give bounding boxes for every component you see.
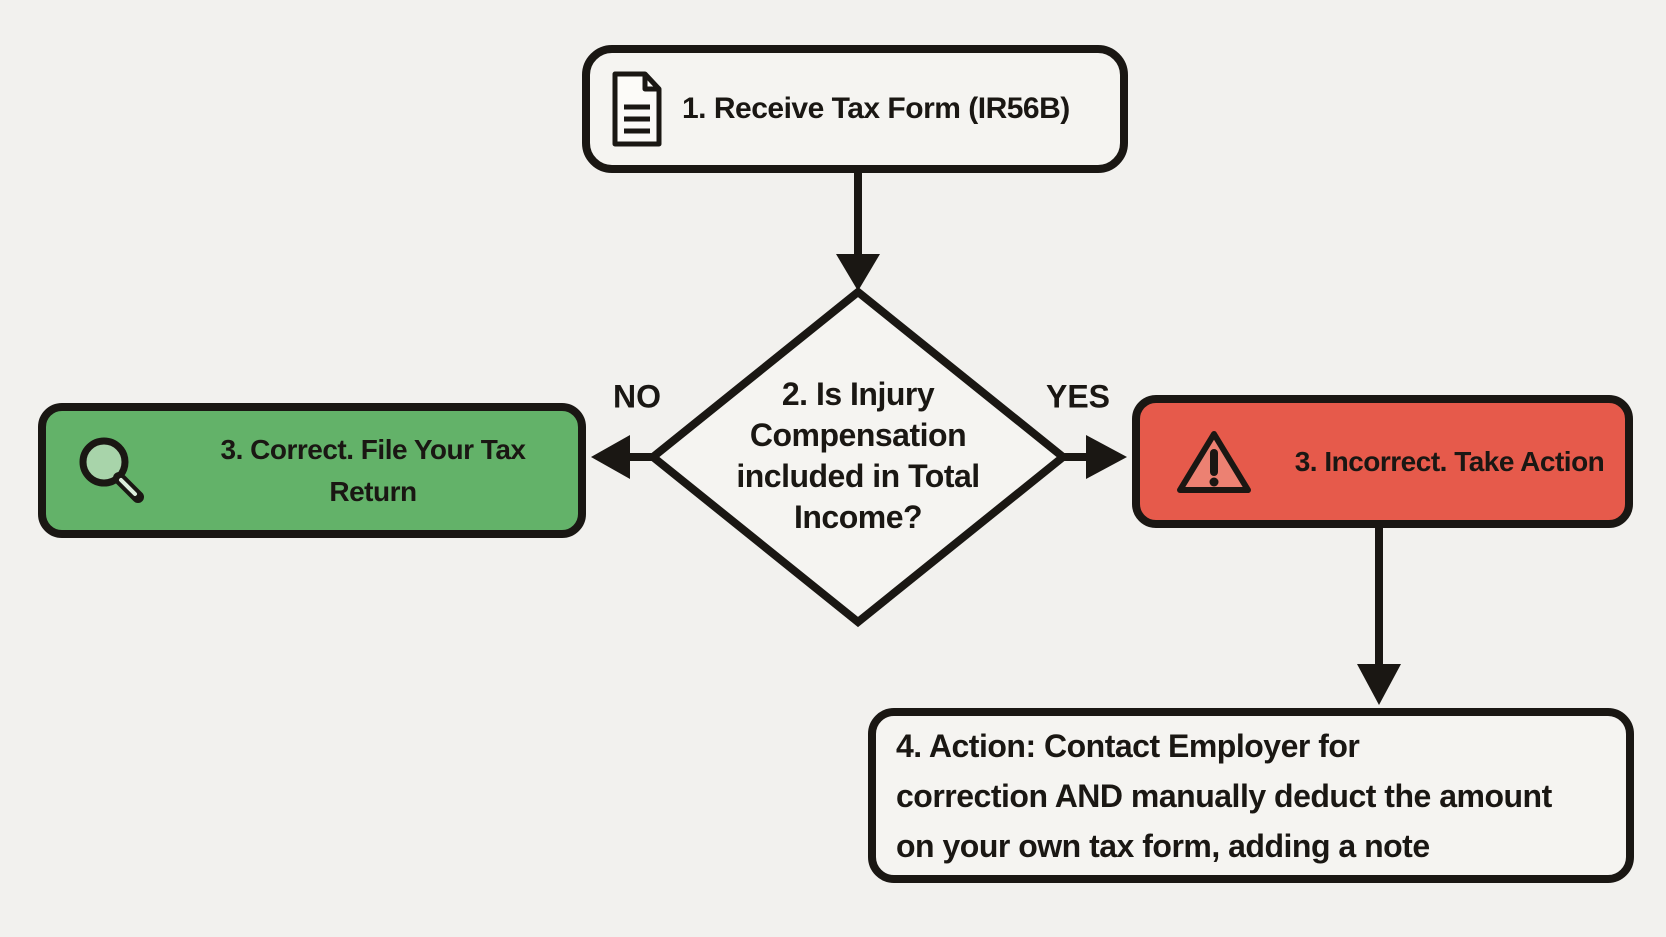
- action-line: on your own tax form, adding a note: [896, 827, 1430, 864]
- step1-label: 1. Receive Tax Form (IR56B): [682, 92, 1070, 125]
- arrowhead-down-decision: [836, 254, 880, 291]
- arrowhead-left-correct: [591, 435, 630, 479]
- decision-line: Compensation: [749, 417, 967, 453]
- correct-label: 3. Correct. File Your Tax Return: [168, 429, 578, 513]
- decision-diamond-shape: [646, 286, 1070, 628]
- action-line: 4. Action: Contact Employer for: [896, 727, 1360, 764]
- warning-icon: [1177, 430, 1251, 493]
- action-line: correction AND manually deduct the amoun…: [896, 777, 1552, 814]
- decision-line: 2. Is Injury: [781, 376, 935, 412]
- decision-line: included in Total: [736, 458, 980, 494]
- node-decision-diamond: 2. Is Injury Compensation included in To…: [688, 374, 1028, 538]
- node-correct-outcome: 3. Correct. File Your Tax Return: [38, 403, 586, 538]
- magnifier-icon: [79, 437, 144, 503]
- no-edge-label: NO: [613, 378, 661, 415]
- yes-edge-label: YES: [1045, 378, 1111, 415]
- arrowhead-right-incorrect: [1086, 435, 1127, 479]
- node-action-instructions: 4. Action: Contact Employer for correcti…: [868, 708, 1634, 883]
- incorrect-label: 3. Incorrect. Take Action: [1294, 445, 1605, 477]
- document-icon: [612, 71, 662, 147]
- correct-line: Return: [329, 475, 417, 507]
- correct-line: 3. Correct. File Your Tax: [220, 433, 526, 465]
- decision-line: Income?: [793, 499, 923, 535]
- arrowhead-down-action: [1357, 664, 1401, 705]
- node-incorrect-outcome: 3. Incorrect. Take Action: [1132, 395, 1633, 528]
- node-receive-tax-form: 1. Receive Tax Form (IR56B): [582, 45, 1128, 173]
